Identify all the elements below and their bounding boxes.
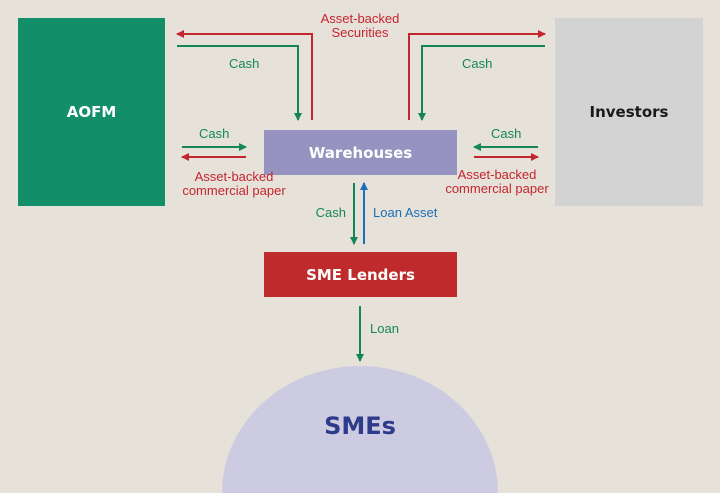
warehouses-label: Warehouses xyxy=(308,143,413,162)
abcp-left-line2: commercial paper xyxy=(182,183,286,198)
warehouses-box: Warehouses xyxy=(264,130,457,175)
smes-shape xyxy=(222,366,498,493)
abs-label-line2: Securities xyxy=(331,25,389,40)
abs-label: Asset-backed Securities xyxy=(300,12,420,40)
investors-label: Investors xyxy=(589,103,669,121)
sme-lenders-label: SME Lenders xyxy=(306,265,415,284)
abs-to-aofm-arrow xyxy=(176,30,313,120)
aofm-box: AOFM xyxy=(18,18,165,206)
loan-asset-label: Loan Asset xyxy=(373,205,438,220)
abcp-right-label: Asset-backed commercial paper xyxy=(433,168,561,196)
abs-label-line1: Asset-backed xyxy=(320,11,400,26)
cash-down-label: Cash xyxy=(315,205,346,220)
abcp-left-label: Asset-backed commercial paper xyxy=(170,170,298,198)
cash-left-label: Cash xyxy=(199,126,230,141)
loan-label: Loan xyxy=(370,321,399,336)
aofm-label: AOFM xyxy=(66,103,117,121)
abs-to-investors-arrow xyxy=(408,30,546,120)
cash-top-left-label: Cash xyxy=(229,56,260,71)
sme-lenders-box: SME Lenders xyxy=(264,252,457,297)
cash-top-right-label: Cash xyxy=(462,56,493,71)
cash-aofm-to-warehouses-arrow xyxy=(177,45,302,121)
investors-box: Investors xyxy=(555,18,703,206)
abcp-right-line1: Asset-backed xyxy=(457,167,537,182)
abcp-right-line2: commercial paper xyxy=(445,181,549,196)
cash-right-label: Cash xyxy=(491,126,522,141)
abcp-left-line1: Asset-backed xyxy=(194,169,274,184)
cash-investors-to-warehouses-arrow xyxy=(418,45,545,121)
smes-label: SMEs xyxy=(324,412,396,440)
